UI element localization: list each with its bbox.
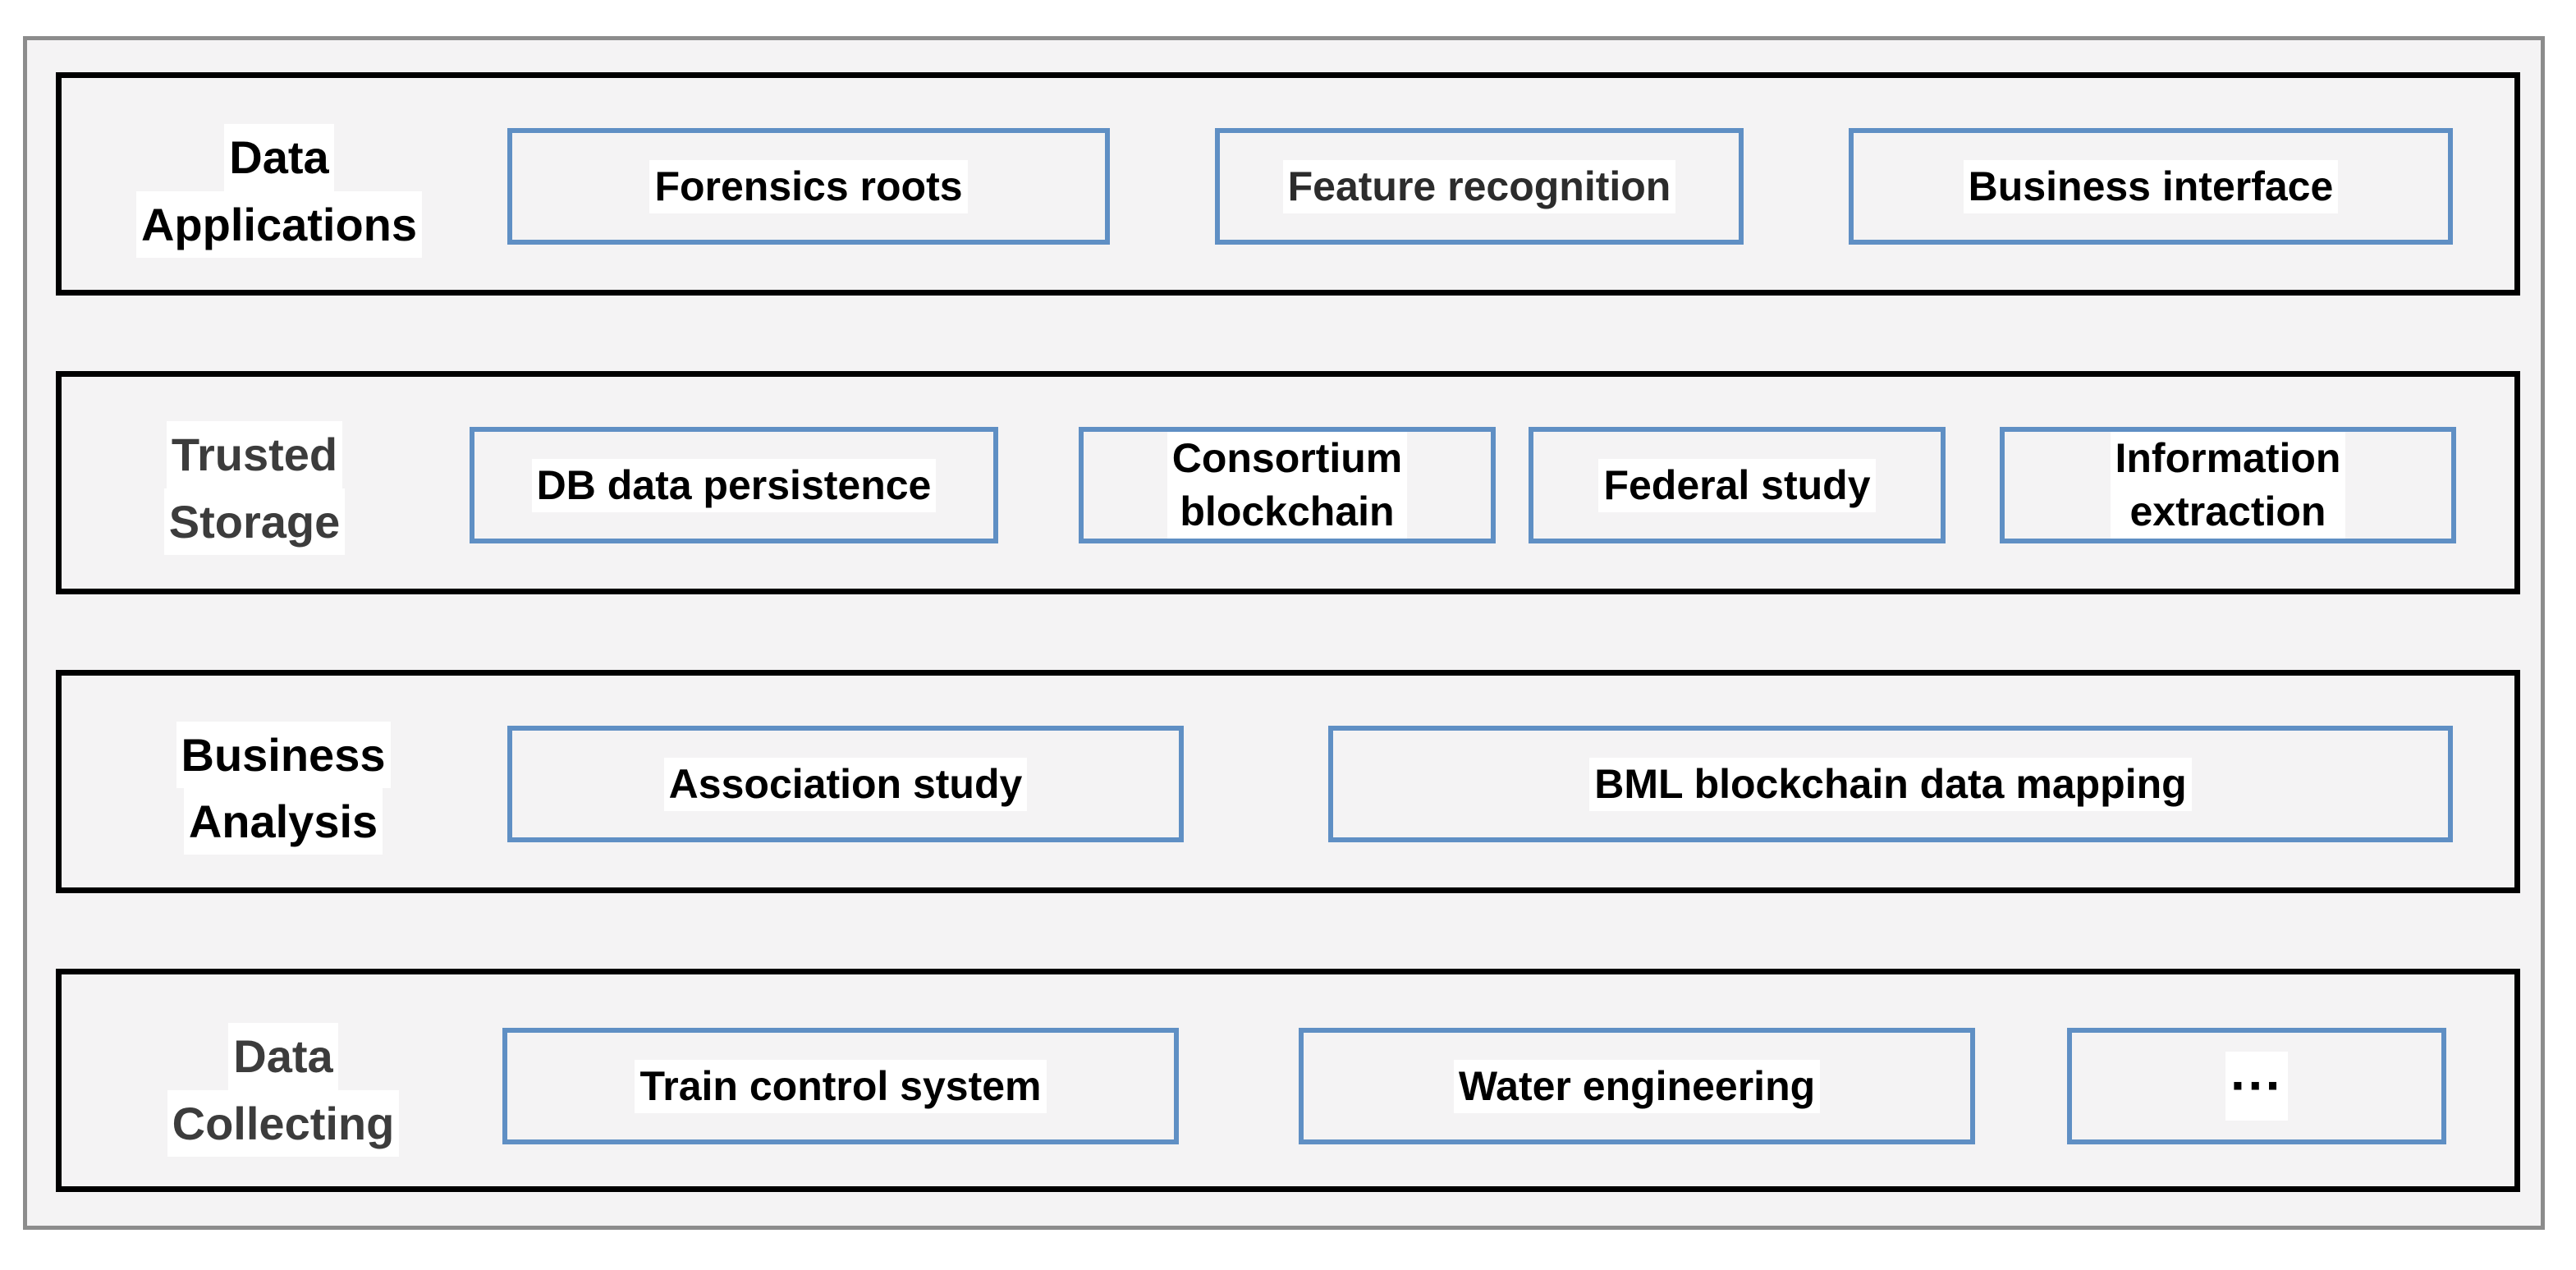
layer-label-line1: Data <box>224 124 334 191</box>
box-train-control-system: Train control system <box>502 1028 1179 1144</box>
ellipsis-label: ··· <box>2225 1052 2288 1121</box>
box-consortium-blockchain: Consortium blockchain <box>1079 427 1496 543</box>
box-forensics-roots: Forensics roots <box>507 128 1110 245</box>
layer-label-data-applications: Data Applications <box>115 115 443 267</box>
box-federal-study: Federal study <box>1529 427 1946 543</box>
box-information-extraction: Information extraction <box>2000 427 2456 543</box>
layer-label-line2: Collecting <box>167 1089 400 1157</box>
box-db-data-persistence: DB data persistence <box>470 427 998 543</box>
box-label: Business interface <box>1963 159 2339 213</box>
box-label: Consortium blockchain <box>1167 432 1408 539</box>
layer-label-trusted-storage: Trusted Storage <box>115 412 394 564</box>
layer-label-line1: Trusted <box>166 421 343 488</box>
box-label: Feature recognition <box>1282 159 1676 213</box>
box-label: Train control system <box>635 1059 1047 1113</box>
box-label: Federal study <box>1598 458 1876 512</box>
layer-label-line2: Analysis <box>183 788 383 855</box>
box-water-engineering: Water engineering <box>1299 1028 1975 1144</box>
box-business-interface: Business interface <box>1849 128 2453 245</box>
layer-label-business-analysis: Business Analysis <box>156 721 410 855</box>
box-label: Water engineering <box>1453 1059 1821 1113</box>
box-feature-recognition: Feature recognition <box>1215 128 1744 245</box>
layer-label-data-collecting: Data Collecting <box>140 1014 427 1166</box>
box-bml-blockchain-data-mapping: BML blockchain data mapping <box>1328 726 2453 842</box>
box-label: Association study <box>663 757 1028 811</box>
box-label: Forensics roots <box>649 159 968 213</box>
layer-label-line1: Business <box>176 721 391 788</box>
box-association-study: Association study <box>507 726 1184 842</box>
box-label: BML blockchain data mapping <box>1589 757 2192 811</box>
layer-label-line2: Storage <box>163 488 346 555</box>
box-more-ellipsis: ··· <box>2067 1028 2446 1144</box>
layer-label-line1: Data <box>228 1023 338 1090</box>
box-label: DB data persistence <box>531 458 937 512</box>
box-label: Information extraction <box>2110 432 2346 539</box>
layer-label-line2: Applications <box>135 190 423 258</box>
